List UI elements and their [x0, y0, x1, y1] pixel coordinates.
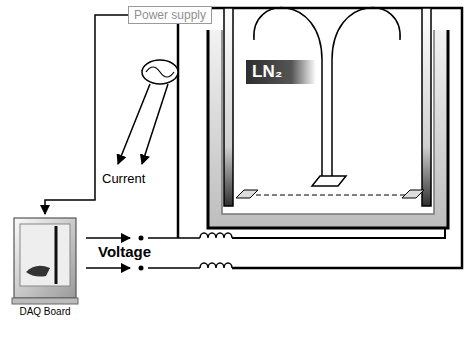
transformer-coil — [200, 263, 232, 268]
voltage-wire — [232, 228, 445, 238]
terminal-dot — [139, 266, 144, 271]
current-lead — [422, 8, 431, 206]
sample-holder — [312, 176, 346, 186]
computer-icon — [6, 214, 84, 306]
current-signal-wire — [142, 84, 168, 164]
daq-board: DAQ Board — [4, 214, 86, 317]
voltage-signal-arrow — [86, 267, 130, 269]
voltage-signal-arrow — [86, 237, 130, 239]
power-supply-box: Power supply — [128, 6, 212, 24]
transformer-coil — [200, 233, 232, 238]
current-loop-wire — [178, 8, 462, 268]
sample-tape — [240, 195, 418, 196]
voltage-lead — [148, 238, 200, 268]
dewar-outline — [208, 30, 448, 228]
terminal-dot — [139, 236, 144, 241]
dewar-wall — [208, 30, 448, 228]
ac-source-symbol — [142, 60, 178, 84]
current-lead — [224, 8, 233, 206]
device-caption: DAQ Board — [4, 306, 86, 317]
sample-contact — [236, 190, 258, 198]
current-label: Current — [100, 170, 147, 187]
liquid-nitrogen-label: LN₂ — [246, 60, 316, 84]
dewar-inner — [222, 30, 434, 214]
voltage-tap-wire — [332, 8, 400, 176]
voltage-label: Voltage — [96, 243, 153, 260]
sample-contact — [402, 190, 424, 198]
ac-sine — [146, 67, 174, 77]
voltage-tap-wire — [254, 8, 322, 176]
box-label: Power supply — [134, 8, 206, 22]
